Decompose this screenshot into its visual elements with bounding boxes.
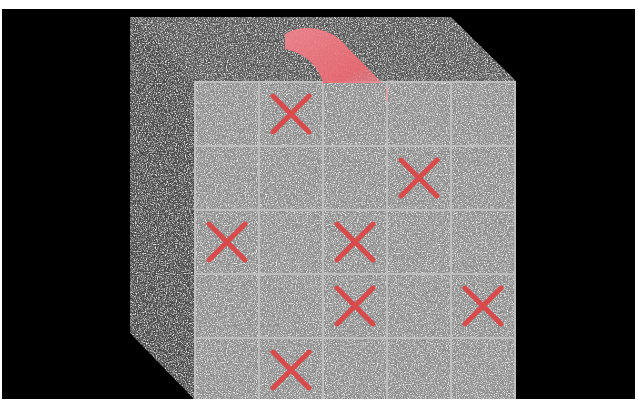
grid-cell-r3-c2[interactable] — [260, 211, 322, 273]
grid-cell-r1-c1[interactable] — [196, 83, 258, 145]
grid-cell-r1-c3[interactable] — [324, 83, 386, 145]
x-mark-icon — [334, 285, 376, 327]
x-mark-icon — [270, 93, 312, 135]
grid-cell-r2-c3[interactable] — [324, 147, 386, 209]
grid-cell-r3-c5[interactable] — [452, 211, 514, 273]
grid-cell-r4-c1[interactable] — [196, 275, 258, 337]
red-ribbon-marker — [285, 27, 400, 101]
grid-cell-r2-c2[interactable] — [260, 147, 322, 209]
x-mark-icon — [398, 157, 440, 199]
x-mark-icon — [334, 221, 376, 263]
grid-cell-r5-c4[interactable] — [388, 339, 450, 399]
grid-5x5 — [196, 83, 514, 399]
grid-cell-r1-c4[interactable] — [388, 83, 450, 145]
grid-cell-r4-c2[interactable] — [260, 275, 322, 337]
cube-board — [130, 17, 516, 399]
x-mark-icon — [462, 285, 504, 327]
grid-cell-r4-c4[interactable] — [388, 275, 450, 337]
x-mark-icon — [270, 349, 312, 391]
cube-left-face — [130, 17, 194, 399]
game-viewport — [2, 9, 635, 399]
grid-cell-r5-c3[interactable] — [324, 339, 386, 399]
grid-cell-r2-c5[interactable] — [452, 147, 514, 209]
grid-cell-r5-c1[interactable] — [196, 339, 258, 399]
x-mark-icon — [206, 221, 248, 263]
grid-cell-r3-c4[interactable] — [388, 211, 450, 273]
grid-cell-r1-c5[interactable] — [452, 83, 514, 145]
grid-cell-r5-c5[interactable] — [452, 339, 514, 399]
grid-cell-r2-c1[interactable] — [196, 147, 258, 209]
